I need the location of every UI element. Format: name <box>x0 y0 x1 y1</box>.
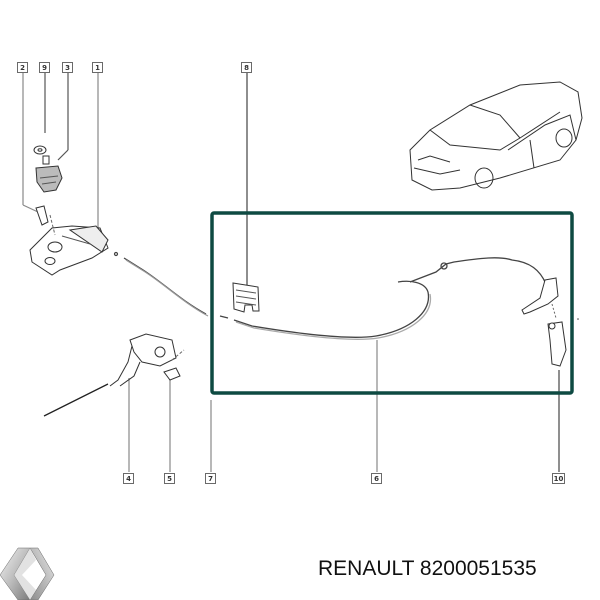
bump-stop-part-3 <box>35 155 63 193</box>
clip-part-8 <box>232 282 260 313</box>
lock-part-1 <box>29 214 109 276</box>
callout-2: 2 <box>17 62 28 73</box>
callout-6: 6 <box>371 473 382 484</box>
bolt-part-5 <box>163 349 185 381</box>
cable-segment <box>113 251 209 317</box>
callout-5: 5 <box>164 473 175 484</box>
leader-lines <box>22 73 560 472</box>
release-cable-part-6 <box>219 257 547 340</box>
marker-dot <box>577 318 579 320</box>
callout-7: 7 <box>205 473 216 484</box>
highlight-frame <box>210 211 574 395</box>
callout-9: 9 <box>39 62 50 73</box>
washer-part-9 <box>33 145 47 155</box>
renault-logo-icon <box>0 547 55 600</box>
release-handle-part-10 <box>521 277 567 367</box>
latch-part-4 <box>43 333 177 417</box>
callout-8: 8 <box>241 62 252 73</box>
callout-10: 10 <box>552 473 565 484</box>
callout-1: 1 <box>92 62 103 73</box>
callout-4: 4 <box>123 473 134 484</box>
car-illustration <box>409 81 583 191</box>
part-number-caption: RENAULT 8200051535 <box>318 557 537 580</box>
callout-3: 3 <box>62 62 73 73</box>
bolt-part-2 <box>35 205 49 226</box>
